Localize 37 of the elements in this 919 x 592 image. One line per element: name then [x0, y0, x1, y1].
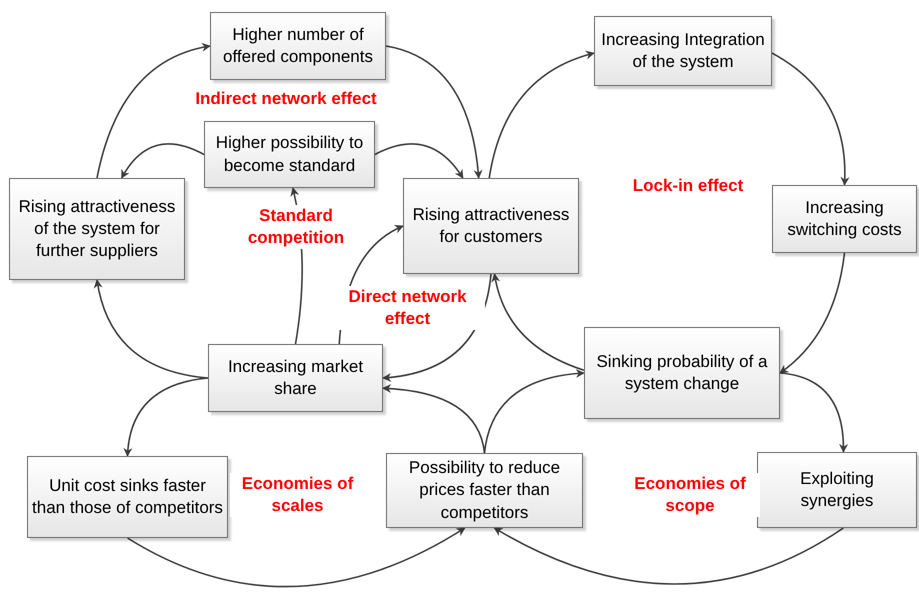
- process-box: [9, 178, 185, 280]
- box-text: Higher number of offered components: [222, 24, 374, 68]
- arrow: [779, 252, 846, 374]
- process-box: [757, 452, 917, 528]
- box-text: Increasing switching costs: [786, 196, 903, 241]
- arrow: [120, 143, 204, 179]
- box-text: Exploiting synergies: [799, 468, 875, 512]
- arrow: [492, 273, 584, 371]
- arrow: [780, 372, 848, 453]
- arrow: [494, 527, 844, 585]
- box-text: Increasing Integration of the system: [600, 28, 766, 73]
- arrow: [386, 45, 482, 179]
- arrow: [124, 377, 208, 457]
- process-box: [210, 12, 386, 80]
- process-box: [584, 327, 780, 419]
- box-text: Higher possibility to become standard: [214, 132, 364, 176]
- process-box: [403, 178, 579, 274]
- process-box: [204, 121, 375, 188]
- process-box: [386, 453, 583, 528]
- arrow: [127, 527, 466, 588]
- process-box: [27, 456, 228, 538]
- process-box: [594, 16, 772, 86]
- arrow: [94, 279, 208, 379]
- arrow: [484, 369, 585, 454]
- process-box: [208, 344, 383, 412]
- arrow: [96, 43, 211, 178]
- arrow: [488, 51, 595, 178]
- box-text: Rising attractiveness of the system for further suppliers: [18, 196, 176, 262]
- arrow: [772, 52, 850, 186]
- box-text: Possibility to reduce prices faster than competitors: [408, 457, 562, 524]
- box-text: Increasing market share: [226, 356, 364, 400]
- box-text: Unit cost sinks faster than those of competitors: [32, 474, 223, 519]
- box-text: Sinking probability of a system change: [595, 350, 769, 395]
- box-text: Rising attractiveness for customers: [412, 204, 570, 248]
- process-box: [772, 185, 917, 253]
- arrow: [382, 384, 486, 454]
- arrow: [374, 143, 464, 179]
